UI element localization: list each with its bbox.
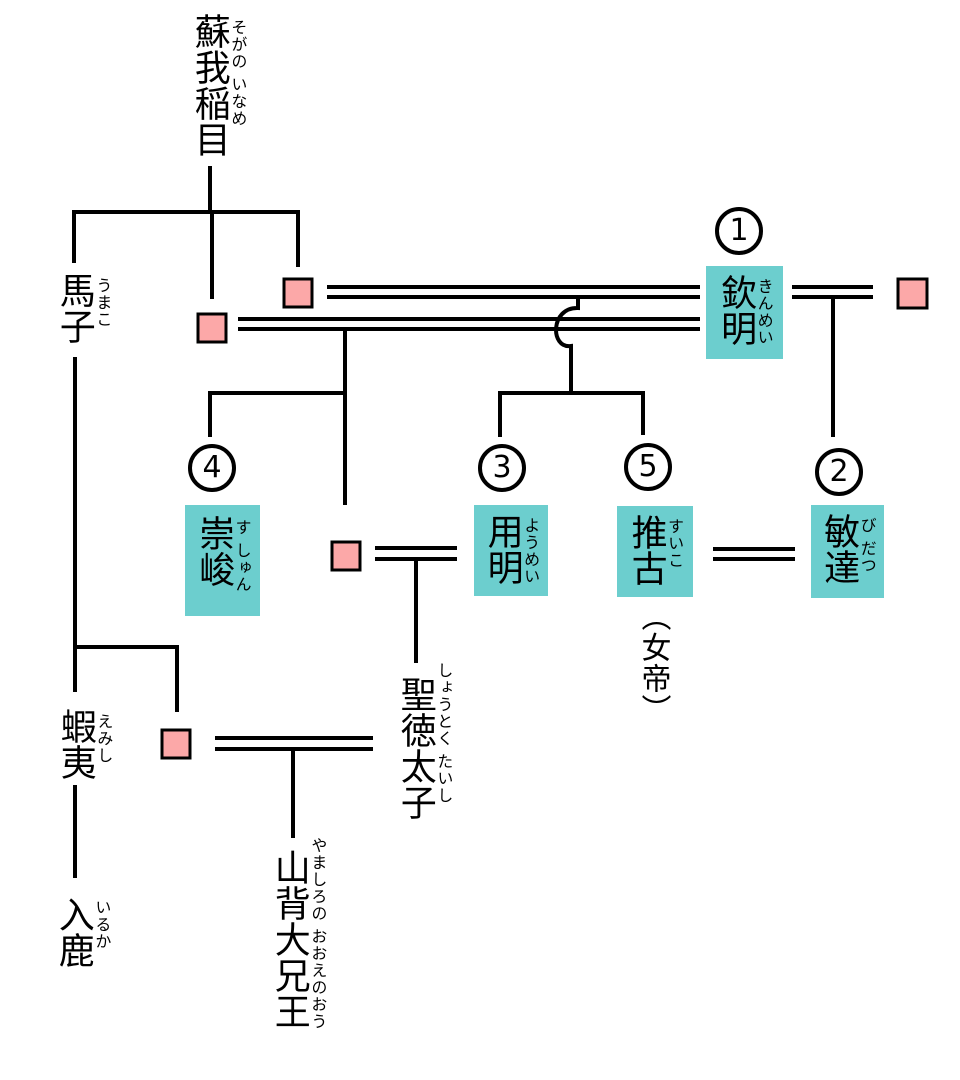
succession-number-4: 4 <box>188 444 236 492</box>
person-bidatsu: 敏達 び だつ <box>818 513 877 598</box>
person-furigana: やましろの おおえのおう <box>308 837 328 1031</box>
descent-line <box>72 210 300 267</box>
female-marker-square <box>196 312 228 344</box>
person-furigana: しょうとく たいし <box>434 662 454 805</box>
person-suiko: 推古 すいこ <box>625 514 685 597</box>
succession-number-label: 1 <box>729 213 749 248</box>
succession-number-label: 3 <box>492 450 512 485</box>
person-sushun: 崇峻 す しゅん <box>193 515 252 616</box>
descent-line-with-jump <box>554 297 580 391</box>
emperor-box-yomei: 用明 ようめい <box>474 505 548 596</box>
person-name: 推古 <box>625 514 667 586</box>
succession-number-3: 3 <box>478 444 526 492</box>
sibling-branch <box>208 391 345 437</box>
succession-number-label: 4 <box>202 450 222 485</box>
person-kinmei: 欽明 きんめい <box>715 274 774 359</box>
person-yomei: 用明 ようめい <box>481 513 541 596</box>
sibling-branch <box>75 645 179 712</box>
person-furigana: す しゅん <box>232 519 252 594</box>
person-soga-iname: 蘇我稲目 そがの いなめ <box>188 13 248 157</box>
emperor-box-sushun: 崇峻 す しゅん <box>185 505 260 616</box>
person-name: 入鹿 <box>52 896 94 968</box>
person-name: 蘇我稲目 <box>188 13 230 157</box>
person-name: 山背大兄王 <box>268 849 310 1029</box>
succession-number-1: 1 <box>715 207 763 255</box>
person-name: 馬子 <box>53 272 95 344</box>
female-marker-square <box>282 277 314 309</box>
person-name: 蝦夷 <box>54 708 96 780</box>
suiko-female-emperor-note: （女帝） <box>635 601 671 725</box>
female-marker-square <box>160 728 192 760</box>
person-furigana: そがの いなめ <box>228 19 248 128</box>
person-name: 欽明 <box>715 274 757 346</box>
person-umako: 馬子 うまこ <box>53 272 113 344</box>
person-furigana: うまこ <box>93 277 113 328</box>
female-marker-square <box>330 540 362 572</box>
female-marker-square <box>896 277 929 310</box>
emperor-box-kinmei: 欽明 きんめい <box>706 266 783 359</box>
person-emishi: 蝦夷 えみし <box>54 708 114 780</box>
person-name: 聖徳太子 <box>394 676 436 820</box>
sibling-branch <box>498 391 645 437</box>
emperor-box-suiko: 推古 すいこ <box>617 506 693 597</box>
person-name: 敏達 <box>818 513 860 585</box>
succession-number-label: 2 <box>829 454 849 489</box>
person-furigana: いるか <box>92 899 112 950</box>
emperor-box-bidatsu: 敏達 び だつ <box>811 505 884 598</box>
person-yamashiro-oe: 山背大兄王 やましろの おおえのおう <box>268 837 328 1030</box>
succession-number-5: 5 <box>624 443 672 491</box>
person-name: 用明 <box>481 513 523 585</box>
person-shotoku-taishi: 聖徳太子 しょうとく たいし <box>394 662 454 820</box>
person-furigana: きんめい <box>754 278 774 346</box>
person-name: 崇峻 <box>193 515 235 587</box>
succession-number-label: 5 <box>638 449 658 484</box>
person-furigana: ようめい <box>521 517 541 585</box>
succession-number-2: 2 <box>815 448 863 496</box>
person-furigana: すいこ <box>665 518 685 569</box>
person-iruka: 入鹿 いるか <box>52 896 112 968</box>
person-furigana: び だつ <box>857 517 877 575</box>
person-furigana: えみし <box>94 713 114 764</box>
